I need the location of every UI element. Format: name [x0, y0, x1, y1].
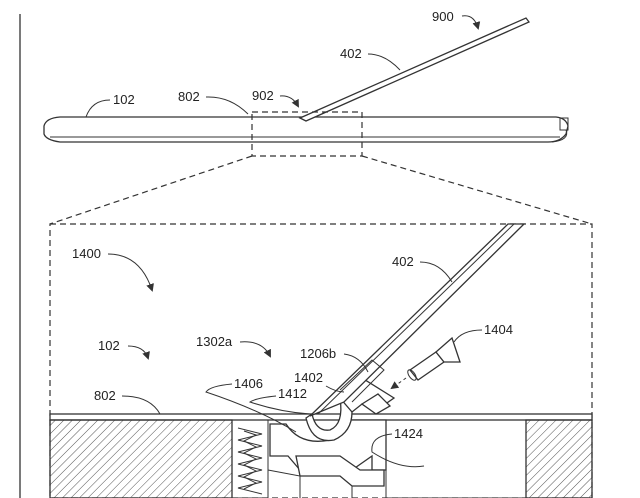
left-hatched-block: [49, 419, 233, 498]
arrow-1400: [107, 253, 154, 292]
hinge-base-plate: [267, 469, 353, 498]
arrow-1302a: [239, 341, 271, 358]
connector-tab: [559, 117, 569, 131]
plunger-tip: [407, 369, 417, 381]
label-det-802: 802: [94, 388, 116, 403]
leader-1412: [248, 395, 311, 415]
spring-zigzag-inner: [242, 430, 258, 490]
label-det-402: 402: [392, 254, 414, 269]
leader-det-402: [419, 261, 453, 283]
arrow-det-102: [127, 345, 150, 360]
leader-1424: [371, 433, 425, 468]
display-inner-stripe: [339, 359, 385, 403]
leader-1404: [453, 329, 483, 343]
expansion-line-left: [49, 155, 253, 225]
base-top-surface: [49, 413, 593, 421]
plunger-motion-arrow: [390, 377, 407, 390]
leader-top-402: [367, 53, 401, 71]
label-1424: 1424: [394, 426, 423, 441]
display-edge-line: [317, 223, 515, 415]
leader-1402: [325, 385, 345, 393]
label-det-102: 102: [98, 338, 120, 353]
leader-top-102: [85, 99, 111, 118]
label-1206b: 1206b: [300, 346, 336, 361]
label-1402: 1402: [294, 370, 323, 385]
right-hatched-block: [525, 419, 593, 498]
label-top-402: 402: [340, 46, 362, 61]
detail-frame: [49, 223, 593, 498]
label-900: 900: [432, 9, 454, 24]
leader-det-802: [121, 395, 161, 415]
detail-view: 1400 402 1404 102 1302a 1206b 1402 1406 …: [49, 223, 593, 498]
label-1406: 1406: [234, 376, 263, 391]
arrow-900: [461, 15, 481, 30]
label-top-802: 802: [178, 89, 200, 104]
label-1302a: 1302a: [196, 334, 233, 349]
spring-zigzag: [237, 427, 263, 495]
label-top-102: 102: [113, 92, 135, 107]
hinge-lower-body: [295, 455, 385, 487]
base-device-outline: [43, 116, 569, 143]
top-overview: 900 402 102 802 902: [43, 9, 593, 225]
label-1404: 1404: [484, 322, 513, 337]
leader-1406: [205, 383, 297, 433]
bracket-latch: [360, 393, 392, 415]
expansion-line-right: [361, 155, 593, 225]
spring-housing: [231, 419, 269, 498]
plunger-head: [435, 336, 461, 363]
leader-1206b: [343, 353, 369, 373]
label-1400: 1400: [72, 246, 101, 261]
leader-top-802: [205, 96, 249, 115]
display-panel-detail: [309, 223, 526, 417]
label-top-902: 902: [252, 88, 274, 103]
display-panel: [298, 17, 531, 122]
label-1412: 1412: [278, 386, 307, 401]
connector-cable: [551, 129, 568, 143]
detail-region-box: [251, 111, 363, 157]
arrow-902: [279, 95, 299, 108]
